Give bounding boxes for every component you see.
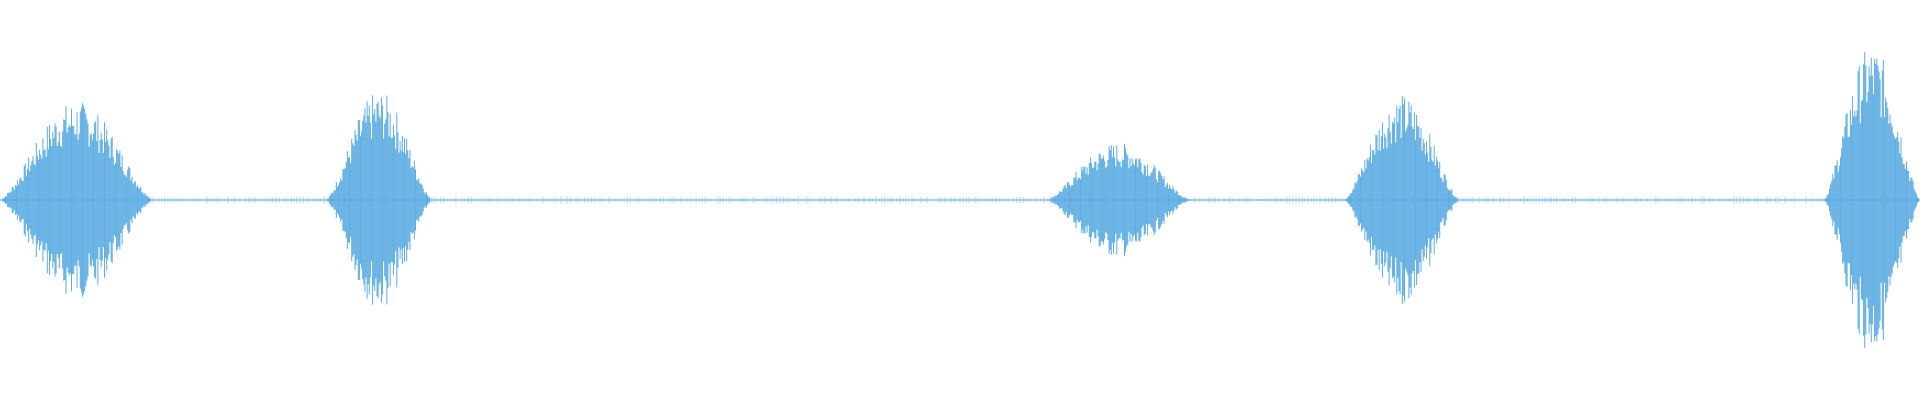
waveform-noise-floor [0, 196, 1918, 204]
waveform-bursts [0, 52, 1920, 348]
